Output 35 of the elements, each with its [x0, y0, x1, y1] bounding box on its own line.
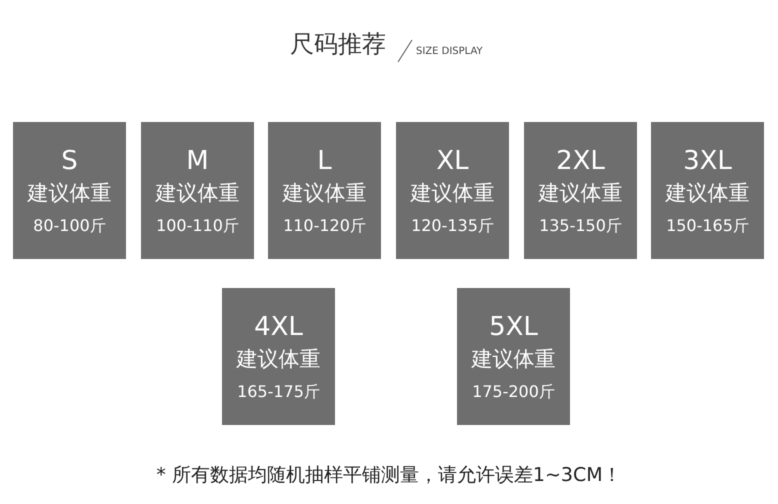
- weight-range: 150-165斤: [666, 216, 749, 236]
- size-card: [396, 122, 509, 259]
- size-card: [222, 288, 335, 425]
- weight-heading: 建议体重: [282, 180, 366, 206]
- size-card: [457, 288, 570, 425]
- weight-heading: 建议体重: [28, 180, 112, 206]
- size-label: 4XL: [254, 312, 303, 343]
- weight-range: 120-135斤: [411, 216, 494, 236]
- weight-range: 110-120斤: [283, 216, 366, 236]
- size-card: [141, 122, 254, 259]
- title: 尺码推荐: [290, 29, 386, 60]
- size-label: L: [317, 146, 332, 177]
- size-label: 5XL: [489, 312, 538, 343]
- size-label: XL: [436, 146, 469, 177]
- subtitle: SIZE DISPLAY: [416, 46, 483, 57]
- weight-heading: 建议体重: [666, 180, 750, 206]
- size-card: [524, 122, 637, 259]
- size-card: [268, 122, 381, 259]
- weight-range: 80-100斤: [33, 216, 106, 236]
- size-label: 3XL: [683, 146, 732, 177]
- weight-heading: 建议体重: [156, 180, 240, 206]
- size-label: 2XL: [556, 146, 605, 177]
- weight-range: 100-110斤: [156, 216, 239, 236]
- size-label: S: [61, 146, 78, 177]
- footnote: * 所有数据均随机抽样平铺测量，请允许误差1~3CM！: [155, 463, 623, 488]
- weight-range: 165-175斤: [237, 382, 320, 402]
- weight-heading: 建议体重: [236, 346, 320, 372]
- weight-range: 135-150斤: [539, 216, 622, 236]
- size-label: M: [186, 146, 209, 177]
- weight-heading: 建议体重: [410, 180, 494, 206]
- weight-heading: 建议体重: [472, 346, 556, 372]
- weight-heading: 建议体重: [538, 180, 622, 206]
- size-card: [13, 122, 126, 259]
- size-card: [651, 122, 764, 259]
- weight-range: 175-200斤: [472, 382, 555, 402]
